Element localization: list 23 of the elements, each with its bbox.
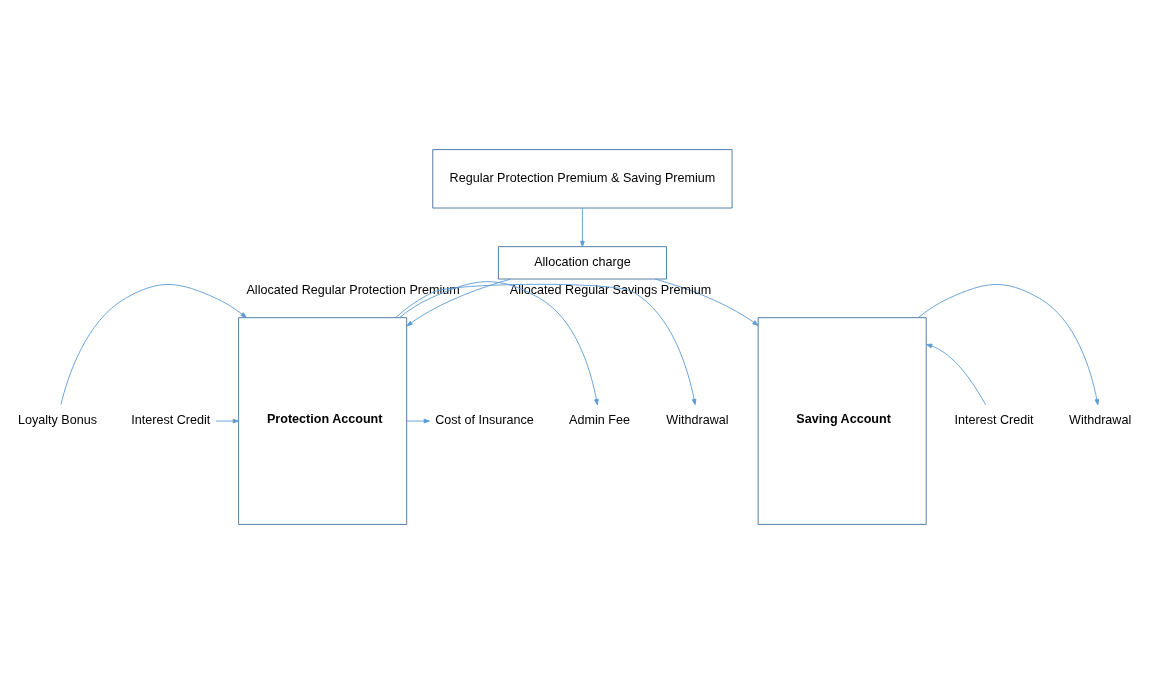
arrow <box>917 283 1100 405</box>
node-text: Admin Fee <box>569 412 630 427</box>
node-box: Allocation charge <box>497 245 667 279</box>
arrow <box>60 283 247 405</box>
node-text: Interest Credit <box>954 412 1034 427</box>
node-box: Saving Account <box>757 316 927 525</box>
node-box: Protection Account <box>238 316 408 525</box>
edge-label: Allocated Regular Savings Premium <box>509 282 712 297</box>
arrow <box>654 278 759 326</box>
node-text: Withdrawal <box>666 412 729 427</box>
node-text: Cost of Insurance <box>435 412 534 427</box>
node-box: Regular Protection Premium & Saving Premium <box>432 148 733 208</box>
arrow <box>399 280 599 405</box>
node-text: Withdrawal <box>1069 412 1132 427</box>
arrow <box>580 207 585 247</box>
edge-label: Allocated Regular Protection Premium <box>246 282 460 297</box>
node-text: Loyalty Bonus <box>17 412 98 427</box>
arrow <box>925 343 987 405</box>
arrow <box>406 418 430 423</box>
arrow <box>395 283 697 405</box>
arrow <box>215 418 240 423</box>
node-text: Interest Credit <box>131 412 211 427</box>
arrow <box>406 278 511 326</box>
